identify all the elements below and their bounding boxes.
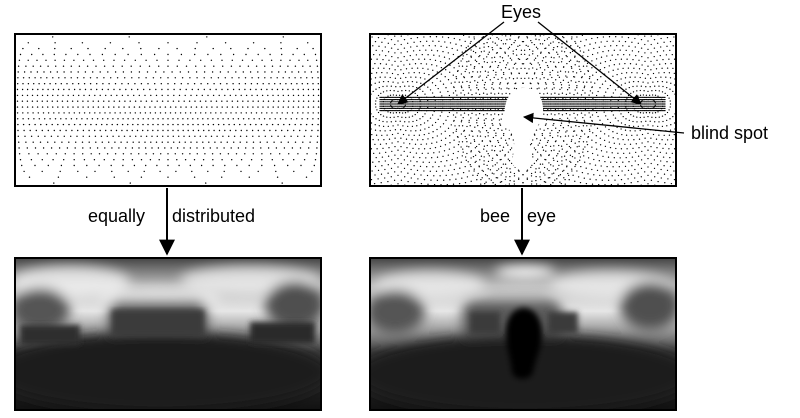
bee-eye-panorama: [369, 257, 677, 411]
eyes-label: Eyes: [501, 2, 541, 22]
uniform-panorama: [14, 257, 322, 411]
blind-spot-dark-region: [505, 307, 543, 379]
label-bee: bee: [480, 206, 510, 226]
uniform-dot-pattern: [16, 36, 320, 184]
label-equally: equally: [88, 206, 145, 226]
blind-spot-label: blind spot: [691, 123, 768, 143]
eyes-arrow-right: [537, 21, 642, 105]
blind-spot-arrow: [522, 112, 685, 134]
bee-eye-dot-panel: [369, 33, 677, 187]
label-eye: eye: [527, 206, 556, 226]
label-distributed: distributed: [172, 206, 255, 226]
eyes-arrow-left: [397, 21, 505, 105]
uniform-dot-panel: [14, 33, 322, 187]
blind-spot-region: [504, 87, 544, 169]
